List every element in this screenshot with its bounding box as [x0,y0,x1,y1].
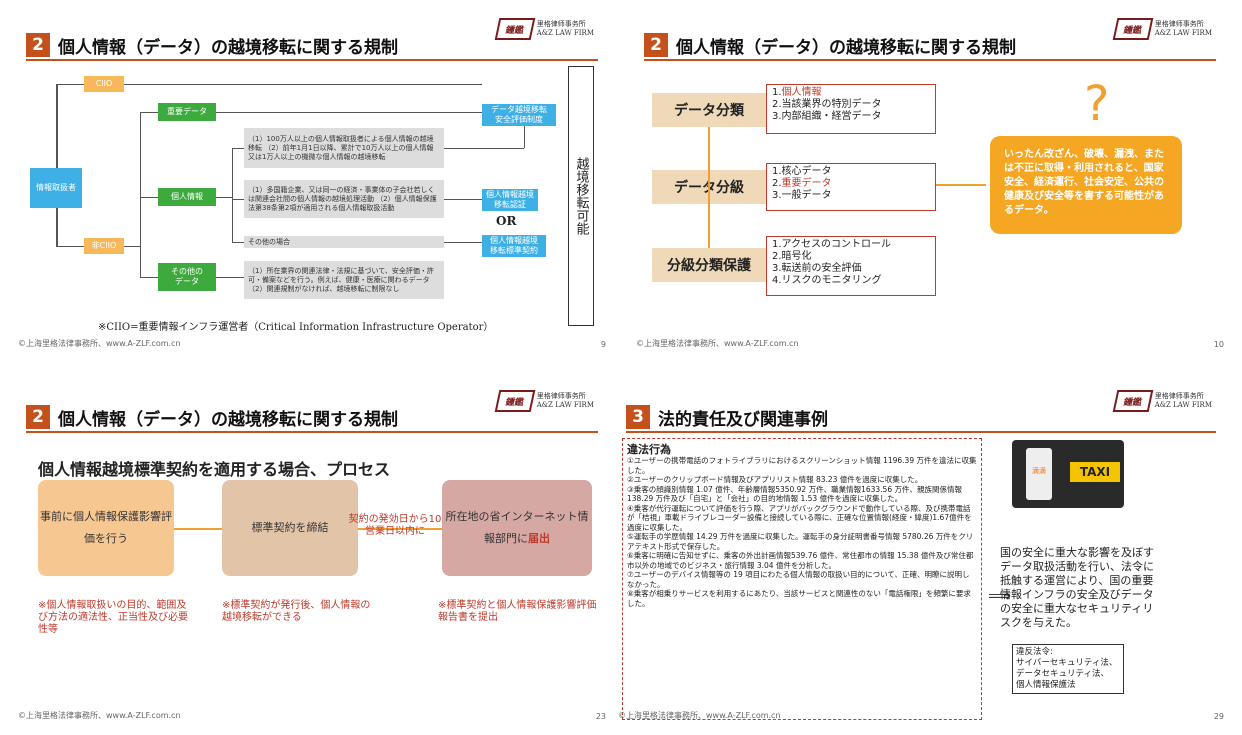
violation-item: ⑥乗客に明確に告知せずに、乗客の外出計画情報539.76 億件、常住都市の情報 … [627,551,974,570]
violation-item: ⑦ユーザーのデバイス情報等の 19 項目にわたる個人情報の取扱い目的について、正… [627,570,970,589]
violation-item: ④乗客が代行運転について評価を行う際、アプリがバックグラウンドで動作している際、… [627,503,972,532]
arrow-icon: ⟹ [988,586,1011,605]
violation-item: ②ユーザーのクリップボード情報及びアプリリスト情報 83.23 億件を過度に収集… [627,475,923,484]
violation-item: ①ユーザーの携帯電話のフォトライブラリにおけるスクリーンショット情報 1196.… [627,456,977,475]
warning-box: いったん改ざん、破壊、漏洩、または不正に取得・利用されると、国家安全、経済運行、… [990,136,1182,234]
violations-box: 違法行為 ①ユーザーの携帯電話のフォトライブラリにおけるスクリーンショット情報 … [622,438,982,720]
question-mark-icon: ? [1084,76,1110,132]
important-data-box: 重要データ [158,103,216,121]
slide-title: 個人情報（データ）の越境移転に関する規制 [58,37,398,58]
other-data-box: その他の データ [158,263,216,291]
ciio-box: CIIO [84,76,124,92]
violation-item: ③乗客の顔識別情報 1.07 億件、年齢層情報5350.92 万件、職業情報16… [627,484,962,504]
nonciio-box: 非CIIO [84,238,124,254]
footnote: ※CIIO=重要情報インフラ運営者（Critical Information I… [98,322,494,333]
personal-info-box: 個人情報 [158,188,216,206]
taxi-image: TAXI 滴滴 [1012,440,1124,508]
violation-item: ⑧乗客が相乗りサービスを利用するにあたり、当該サービスと関連性のない「電話権限」… [627,589,971,608]
violation-item: ⑤運転手の学歴情報 14.29 万件を過度に収集した。運転手の身分証明書番号情報… [627,532,974,551]
handler-box: 情報取扱者 [30,168,82,208]
